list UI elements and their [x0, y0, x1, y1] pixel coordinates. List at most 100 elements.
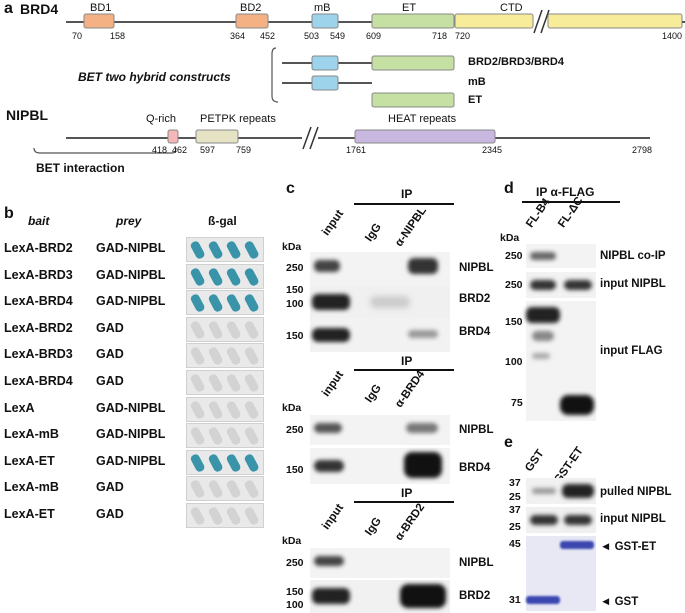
y2h-streak: [207, 400, 223, 420]
y2h-streak: [225, 373, 241, 393]
mw-e-37a: 37: [509, 477, 521, 489]
blot-e-input: [526, 507, 596, 533]
y2h-prey: GAD: [96, 480, 124, 494]
ip-bar-3: [354, 501, 454, 503]
y2h-plate: [186, 476, 264, 501]
y2h-streak: [243, 453, 259, 473]
ip-label-3: IP: [401, 486, 412, 500]
mw-c2-250: 250: [286, 424, 304, 436]
et-end: 718: [432, 31, 447, 41]
y2h-streak: [189, 373, 205, 393]
mw-d-100: 100: [505, 356, 523, 368]
band-e-gstet: ◄ GST-ET: [600, 541, 656, 553]
y2h-plate: [186, 423, 264, 448]
y2h-streak: [189, 400, 205, 420]
blot-c1-nipbl: [310, 252, 450, 286]
y2h-plate: [186, 397, 264, 422]
y2h-bait: LexA-BRD3: [4, 347, 73, 361]
blot-c3-nipbl: [310, 548, 450, 578]
mw-e-45: 45: [509, 538, 521, 550]
qrich-box: [168, 130, 178, 143]
y2h-streak: [207, 506, 223, 526]
y2h-prey: GAD-NIPBL: [96, 427, 165, 441]
ctd-start: 720: [455, 31, 470, 41]
y2h-streak: [189, 453, 205, 473]
y2h-streak: [225, 453, 241, 473]
band-c3-brd2: BRD2: [459, 590, 490, 602]
y2h-streak: [207, 346, 223, 366]
gel-e-coomassie: [526, 536, 596, 611]
band-e-gst: ◄ GST: [600, 596, 638, 608]
lane-gst: GST: [523, 448, 546, 474]
blot-c1-brd4: [310, 318, 450, 352]
ctd-box-2: [548, 14, 682, 28]
band-c2-nipbl: NIPBL: [459, 424, 494, 436]
bd1-start: 70: [72, 31, 82, 41]
panel-e-label: e: [504, 434, 513, 452]
y2h-streak: [207, 479, 223, 499]
y2h-bait: LexA: [4, 401, 35, 415]
mw-e-25b: 25: [509, 521, 521, 533]
y2h-streak: [225, 293, 241, 313]
y2h-streak: [189, 267, 205, 287]
y2h-streak: [189, 506, 205, 526]
y2h-streak: [189, 293, 205, 313]
panel-c-label: c: [286, 180, 295, 198]
kda-2: kDa: [282, 402, 301, 414]
y2h-bait: LexA-ET: [4, 507, 55, 521]
y2h-streak: [243, 240, 259, 260]
mb-end: 549: [330, 31, 345, 41]
mw-c3-250: 250: [286, 557, 304, 569]
blot-c3-brd2: [310, 580, 450, 613]
blot-d-coip: [526, 244, 596, 268]
y2h-streak: [207, 240, 223, 260]
y2h-streak: [225, 506, 241, 526]
qrich-label: Q-rich: [146, 113, 176, 125]
blot-c2-brd4: [310, 448, 450, 484]
y2h-prey: GAD: [96, 347, 124, 361]
blot-c2-nipbl: [310, 415, 450, 445]
y2h-plate: [186, 317, 264, 342]
heat-start: 1761: [346, 145, 366, 155]
lane-input-1: input: [320, 208, 346, 238]
y2h-streak: [243, 479, 259, 499]
lane-ab-3: α-BRD2: [393, 502, 427, 543]
bd2-end: 452: [260, 31, 275, 41]
y2h-streak: [225, 240, 241, 260]
y2h-streak: [243, 293, 259, 313]
protein-domain-diagram: [0, 0, 685, 180]
mb-box: [312, 14, 338, 28]
et-box: [372, 14, 454, 28]
y2h-streak: [189, 479, 205, 499]
y2h-streak: [189, 346, 205, 366]
y2h-plate: [186, 237, 264, 262]
y2h-streak: [189, 426, 205, 446]
qrich-end: 462: [172, 145, 187, 155]
y2h-bait: LexA-mB: [4, 480, 59, 494]
construct-mb-label: mB: [468, 76, 486, 88]
bd1-label: BD1: [90, 2, 111, 14]
band-c2-brd4: BRD4: [459, 462, 490, 474]
bd2-box: [236, 14, 268, 28]
y2h-streak: [207, 426, 223, 446]
bait-header: bait: [28, 214, 49, 228]
mw-d-250b: 250: [505, 279, 523, 291]
y2h-streak: [225, 267, 241, 287]
heat-label: HEAT repeats: [388, 113, 456, 125]
bet-interaction-label: BET interaction: [36, 161, 125, 175]
blot-d-input: [526, 272, 596, 298]
ctd-end: 1400: [662, 31, 682, 41]
y2h-streak: [243, 506, 259, 526]
y2h-bait: LexA-BRD3: [4, 268, 73, 282]
blot-c1-brd2: [310, 286, 450, 318]
panel-d-label: d: [504, 180, 514, 198]
mw-c1-150a: 150: [286, 284, 304, 296]
mw-e-37b: 37: [509, 504, 521, 516]
y2h-prey: GAD-NIPBL: [96, 401, 165, 415]
gal-header: ß-gal: [208, 214, 237, 228]
y2h-streak: [243, 373, 259, 393]
band-c1-brd4: BRD4: [459, 326, 490, 338]
heat-box: [355, 130, 495, 143]
y2h-streak: [207, 267, 223, 287]
lane-igg-1: IgG: [363, 221, 384, 244]
